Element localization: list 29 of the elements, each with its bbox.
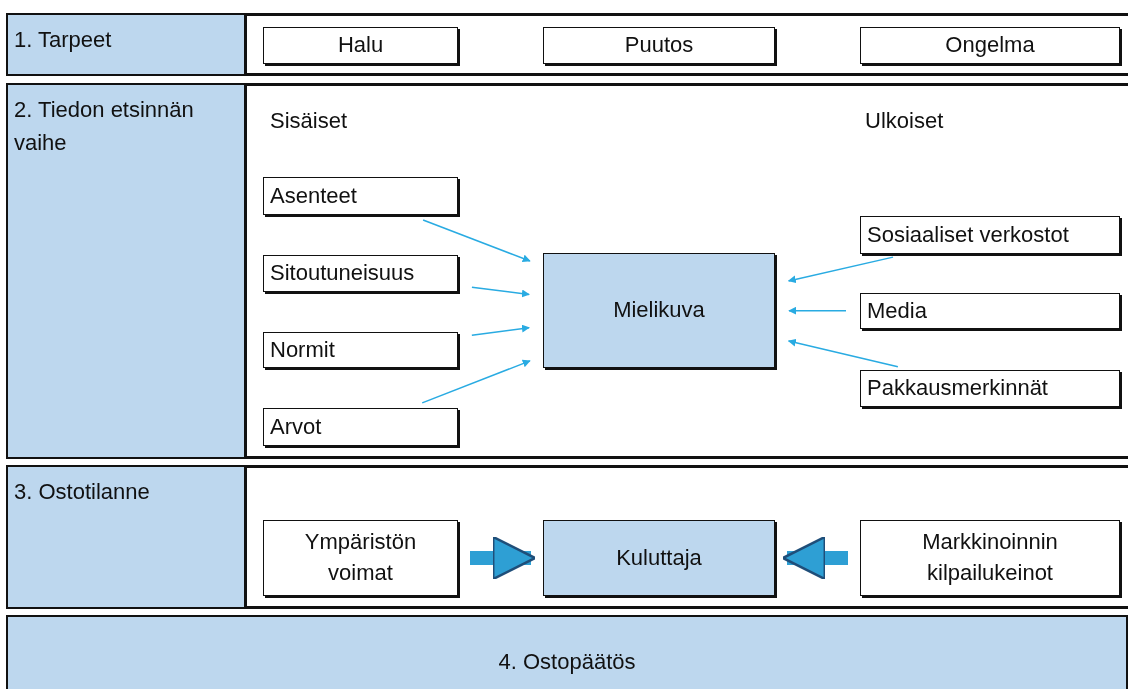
- arrow: [471, 324, 530, 336]
- row-header: 3. Ostotilanne: [6, 465, 246, 609]
- section-label: Sisäiset: [270, 108, 348, 134]
- process-box: Arvot: [263, 408, 458, 446]
- process-box: Sitoutuneisuus: [263, 255, 458, 292]
- section-label: Ulkoiset: [865, 108, 944, 134]
- process-box: Pakkausmerkinnät: [860, 370, 1120, 407]
- process-box: Halu: [263, 27, 458, 64]
- result-band: 4. Ostopäätös: [6, 615, 1128, 689]
- arrow: [787, 338, 899, 368]
- process-box: Markkinoinnin kilpailukeinot: [860, 520, 1120, 596]
- arrow: [787, 256, 894, 284]
- block-arrow: [781, 535, 848, 581]
- arrow: [788, 306, 847, 315]
- process-box: Puutos: [543, 27, 775, 64]
- arrow: [422, 219, 531, 263]
- process-box: Ongelma: [860, 27, 1120, 64]
- process-box: Sosiaaliset verkostot: [860, 216, 1120, 254]
- process-box: Mielikuva: [543, 253, 775, 368]
- process-box: Media: [860, 293, 1120, 329]
- process-box: Asenteet: [263, 177, 458, 215]
- process-box: Ympäristön voimat: [263, 520, 458, 596]
- process-box: Kuluttaja: [543, 520, 775, 596]
- row-header: 1. Tarpeet: [6, 13, 246, 76]
- process-box: Normit: [263, 332, 458, 368]
- block-arrow: [470, 535, 537, 581]
- arrow: [421, 359, 531, 404]
- arrow: [471, 286, 530, 298]
- row-header: 2. Tiedon etsinnän vaihe: [6, 83, 246, 459]
